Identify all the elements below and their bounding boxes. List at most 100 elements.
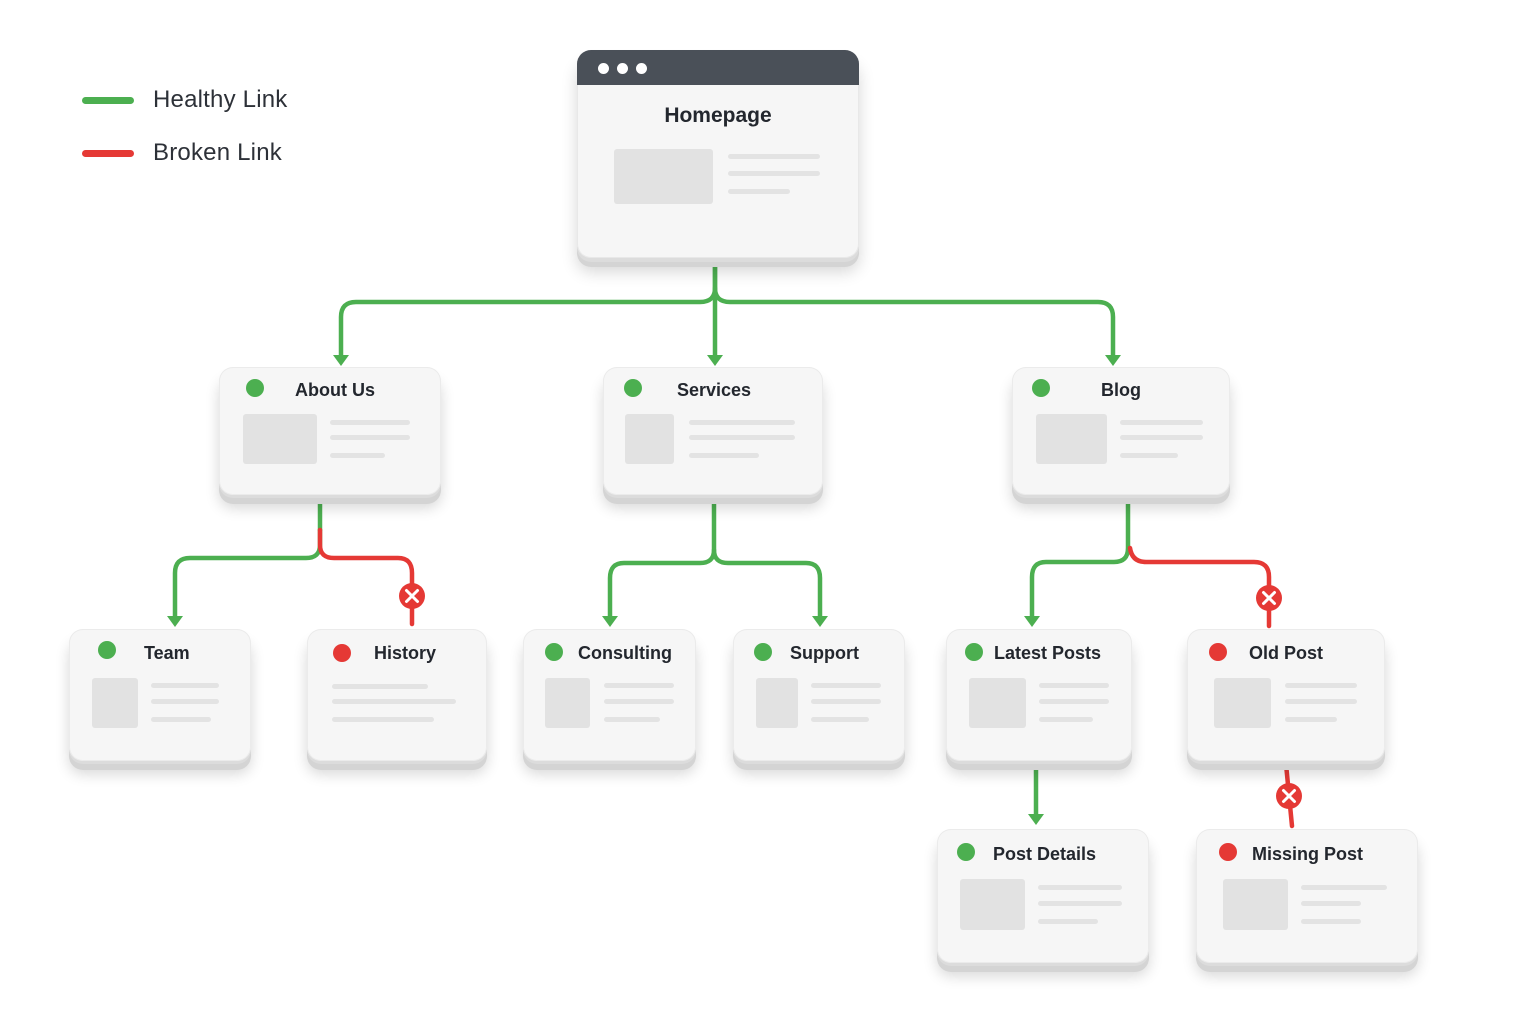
text-placeholder — [728, 189, 790, 194]
link-services-consulting — [607, 497, 717, 621]
x-circle-icon — [1276, 783, 1302, 809]
text-placeholder — [151, 683, 219, 688]
text-placeholder — [330, 435, 410, 440]
node-about-us[interactable]: About Us — [219, 367, 441, 495]
arrow-support — [812, 616, 828, 627]
status-dot-icon — [333, 644, 351, 662]
text-placeholder — [1301, 885, 1387, 890]
text-placeholder — [330, 453, 385, 458]
text-placeholder — [1301, 901, 1361, 906]
window-dots-icon — [636, 63, 647, 74]
text-placeholder — [1038, 919, 1098, 924]
arrow-about-us — [333, 355, 349, 366]
legend-healthy: Healthy Link — [82, 86, 287, 114]
node-title: Post Details — [993, 844, 1097, 864]
node-title: Old Post — [1249, 643, 1324, 663]
status-dot-icon — [1209, 643, 1227, 661]
text-placeholder — [689, 435, 795, 440]
x-circle-icon — [399, 583, 425, 609]
legend-broken: Broken Link — [82, 139, 282, 167]
node-post-details[interactable]: Post Details — [937, 829, 1149, 963]
image-placeholder-icon — [92, 678, 138, 728]
text-placeholder — [1285, 699, 1357, 704]
node-title: Missing Post — [1252, 844, 1364, 864]
text-placeholder — [332, 699, 456, 704]
text-placeholder — [332, 684, 428, 689]
node-old-post[interactable]: Old Post — [1187, 629, 1385, 761]
text-placeholder — [1301, 919, 1361, 924]
node-title: Latest Posts — [994, 643, 1102, 663]
node-blog[interactable]: Blog — [1012, 367, 1230, 495]
text-placeholder — [604, 683, 674, 688]
text-placeholder — [728, 171, 820, 176]
image-placeholder-icon — [756, 678, 798, 728]
broken-swatch — [82, 149, 134, 157]
text-placeholder — [1039, 699, 1109, 704]
image-placeholder-icon — [625, 414, 674, 464]
status-dot-icon — [1032, 379, 1050, 397]
image-placeholder-icon — [1214, 678, 1271, 728]
text-placeholder — [332, 717, 434, 722]
text-placeholder — [811, 683, 881, 688]
text-placeholder — [1285, 683, 1357, 688]
image-placeholder-icon — [1223, 879, 1288, 930]
window-title-bar — [577, 50, 859, 85]
status-dot-icon — [1219, 843, 1237, 861]
node-homepage[interactable]: Homepage — [577, 50, 859, 258]
text-placeholder — [1285, 717, 1337, 722]
image-placeholder-icon — [545, 678, 590, 728]
node-latest-posts[interactable]: Latest Posts — [946, 629, 1132, 761]
image-placeholder-icon — [969, 678, 1026, 728]
node-title: History — [374, 643, 437, 663]
link-homepage-about-us — [338, 253, 718, 360]
link-services-support — [711, 547, 823, 621]
text-placeholder — [151, 699, 219, 704]
node-title: Consulting — [578, 643, 672, 663]
text-placeholder — [728, 154, 820, 159]
window-dots-icon — [598, 63, 609, 74]
text-placeholder — [1038, 885, 1122, 890]
link-about-us-history — [317, 527, 415, 627]
text-placeholder — [330, 420, 410, 425]
node-team[interactable]: Team — [69, 629, 251, 761]
status-dot-icon — [965, 643, 983, 661]
text-placeholder — [1120, 435, 1203, 440]
status-dot-icon — [624, 379, 642, 397]
text-placeholder — [811, 699, 881, 704]
text-placeholder — [1120, 453, 1178, 458]
image-placeholder-icon — [960, 879, 1025, 930]
node-support[interactable]: Support — [733, 629, 905, 761]
node-title: Team — [144, 643, 190, 663]
text-placeholder — [1038, 901, 1122, 906]
link-blog-latest-posts — [1029, 497, 1131, 621]
status-dot-icon — [754, 643, 772, 661]
node-missing-post[interactable]: Missing Post — [1196, 829, 1418, 963]
status-dot-icon — [246, 379, 264, 397]
arrow-services — [707, 355, 723, 366]
text-placeholder — [604, 717, 660, 722]
x-circle-icon — [1256, 585, 1282, 611]
image-placeholder-icon — [243, 414, 317, 464]
link-blog-old-post — [1127, 545, 1272, 629]
node-title: Blog — [1101, 380, 1141, 400]
node-services[interactable]: Services — [603, 367, 823, 495]
node-title: Support — [790, 643, 859, 663]
text-placeholder — [604, 699, 674, 704]
node-history[interactable]: History — [307, 629, 487, 761]
text-placeholder — [689, 420, 795, 425]
legend-healthy-label: Healthy Link — [153, 86, 288, 113]
arrow-post-details — [1028, 814, 1044, 825]
node-consulting[interactable]: Consulting — [523, 629, 696, 761]
homepage-title: Homepage — [664, 104, 772, 127]
status-dot-icon — [957, 843, 975, 861]
status-dot-icon — [545, 643, 563, 661]
text-placeholder — [1039, 683, 1109, 688]
link-homepage-blog — [712, 285, 1116, 360]
image-placeholder-icon — [614, 149, 713, 204]
arrow-consulting — [602, 616, 618, 627]
text-placeholder — [689, 453, 759, 458]
text-placeholder — [811, 717, 869, 722]
text-placeholder — [1120, 420, 1203, 425]
